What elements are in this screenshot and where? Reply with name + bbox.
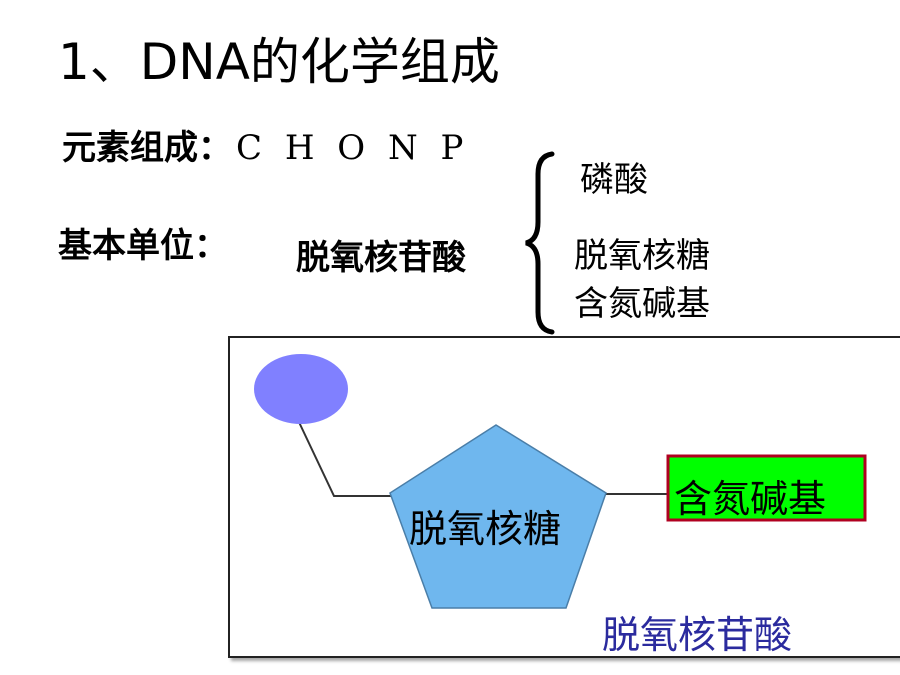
nitrogen-base-label: 含氮碱基	[674, 477, 826, 521]
curly-brace-icon	[525, 151, 555, 335]
component-deoxyribose: 脱氧核糖	[574, 236, 710, 276]
element-list: C H O N P	[236, 128, 470, 168]
deoxyribose-label: 脱氧核糖	[409, 507, 561, 551]
basic-unit-name: 脱氧核苷酸	[296, 238, 466, 278]
element-composition-row: 元素组成：C H O N P	[62, 124, 469, 172]
phosphate-circle	[254, 354, 348, 424]
nitrogen-base-rect	[666, 454, 867, 522]
phosphate-sugar-bond	[297, 419, 392, 497]
component-nitrogen-base: 含氮碱基	[574, 284, 710, 324]
basic-unit-label: 基本单位：	[58, 226, 228, 266]
slide-title: 1、DNA的化学组成	[58, 33, 500, 91]
deoxyribose-pentagon	[389, 424, 607, 609]
component-phosphate: 磷酸	[580, 160, 648, 200]
element-composition-label: 元素组成：	[62, 128, 232, 168]
nucleotide-caption: 脱氧核苷酸	[602, 613, 792, 657]
